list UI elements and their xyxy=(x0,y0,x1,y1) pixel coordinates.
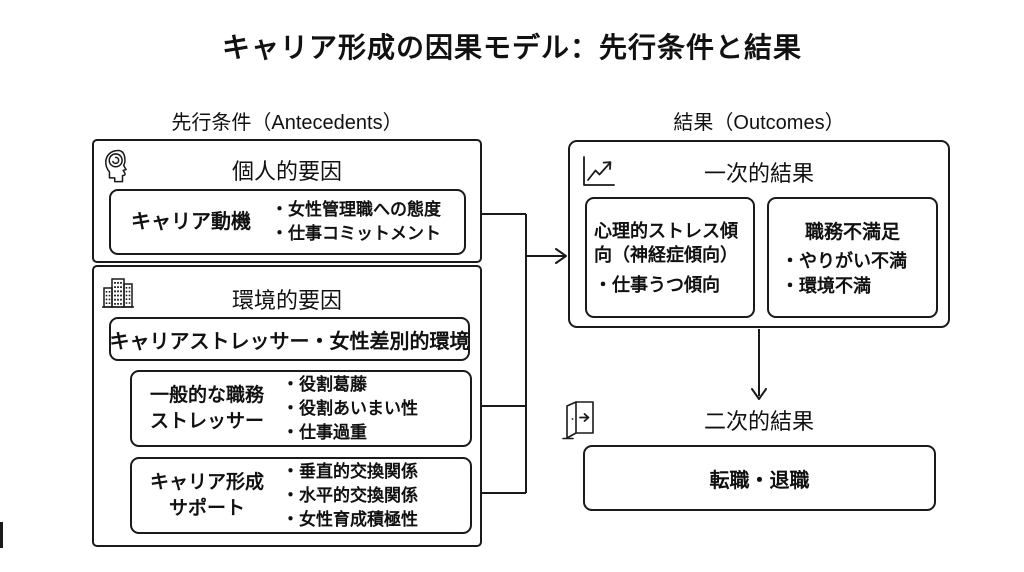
bullet-item: ・女性育成積極性 xyxy=(282,509,418,529)
job-dissatisfaction-box: 職務不満足 ・やりがい不満 ・環境不満 xyxy=(767,197,938,318)
turnover-box: 転職・退職 xyxy=(583,445,936,511)
secondary-outcomes-title: 二次的結果 xyxy=(703,409,814,434)
career-support-box: キャリア形成 サポート ・垂直的交換関係 ・水平的交換関係 ・女性育成積極性 xyxy=(130,457,472,534)
trend-chart-icon xyxy=(583,156,615,186)
screen-edge-artifact xyxy=(0,522,3,548)
career-motivation-label: キャリア動機 xyxy=(131,211,251,233)
job-stressor-box: 一般的な職務 ストレッサー ・役割葛藤 ・役割あいまい性 ・仕事過重 xyxy=(130,370,472,447)
antecedents-header: 先行条件（Antecedents） xyxy=(171,112,403,134)
bullet-item: ・やりがい不満 xyxy=(781,250,907,271)
bullet-item: ・役割あいまい性 xyxy=(282,398,418,418)
diagram-title: キャリア形成の因果モデル：先行条件と結果 xyxy=(221,32,802,63)
building-icon xyxy=(102,278,134,308)
environmental-factors-title: 環境的要因 xyxy=(231,288,342,313)
career-support-bullets: ・垂直的交換関係 ・水平的交換関係 ・女性育成積極性 xyxy=(282,460,418,532)
primary-outcomes-title: 一次的結果 xyxy=(703,161,814,186)
environmental-factors-box: 環境的要因 キャリアストレッサー・女性差別的環境 一般的な職務 ストレッサー ・… xyxy=(92,265,482,547)
bullet-item: ・仕事過重 xyxy=(282,422,367,442)
psych-stress-text: 心理的ストレス傾向（神経症傾向） xyxy=(594,220,738,265)
arrow-to-secondary-head xyxy=(751,388,767,400)
career-motivation-box: キャリア動機 ・女性管理職への態度 ・仕事コミットメント xyxy=(109,189,466,255)
connector-stubs xyxy=(482,213,526,494)
head-brain-icon xyxy=(105,149,127,183)
career-support-label: キャリア形成 サポート xyxy=(149,471,264,519)
career-motivation-bullets: ・女性管理職への態度 ・仕事コミットメント xyxy=(271,198,441,246)
bullet-item: ・役割葛藤 xyxy=(282,374,367,394)
primary-outcomes-box: 一次的結果 心理的ストレス傾向（神経症傾向） ・仕事うつ傾向 職務不満足 ・やり… xyxy=(568,140,950,328)
arrow-to-primary-head xyxy=(555,248,567,264)
psych-stress-bullets: ・仕事うつ傾向 xyxy=(594,273,746,297)
psych-stress-box: 心理的ストレス傾向（神経症傾向） ・仕事うつ傾向 xyxy=(585,197,755,318)
open-door-icon xyxy=(562,401,594,440)
personal-factors-box: 個人的要因 キャリア動機 ・女性管理職への態度 ・仕事コミットメント xyxy=(92,139,482,263)
bullet-item: ・環境不満 xyxy=(781,275,871,296)
outcomes-header: 結果（Outcomes） xyxy=(673,112,845,134)
job-dissatisfaction-title: 職務不満足 xyxy=(804,221,900,243)
career-stressor-env-box: キャリアストレッサー・女性差別的環境 xyxy=(109,317,470,361)
job-dissatisfaction-bullets: ・やりがい不満 ・環境不満 xyxy=(775,249,930,299)
bullet-item: ・垂直的交換関係 xyxy=(282,461,418,481)
bullet-item: ・水平的交換関係 xyxy=(282,485,418,505)
job-stressor-bullets: ・役割葛藤 ・役割あいまい性 ・仕事過重 xyxy=(282,373,418,445)
bullet-item: ・女性管理職への態度 xyxy=(271,200,441,219)
bullet-item: ・仕事コミットメント xyxy=(271,224,441,243)
personal-factors-title: 個人的要因 xyxy=(231,159,342,184)
bullet-item: ・仕事うつ傾向 xyxy=(594,274,720,295)
job-stressor-label: 一般的な職務 ストレッサー xyxy=(149,384,264,432)
